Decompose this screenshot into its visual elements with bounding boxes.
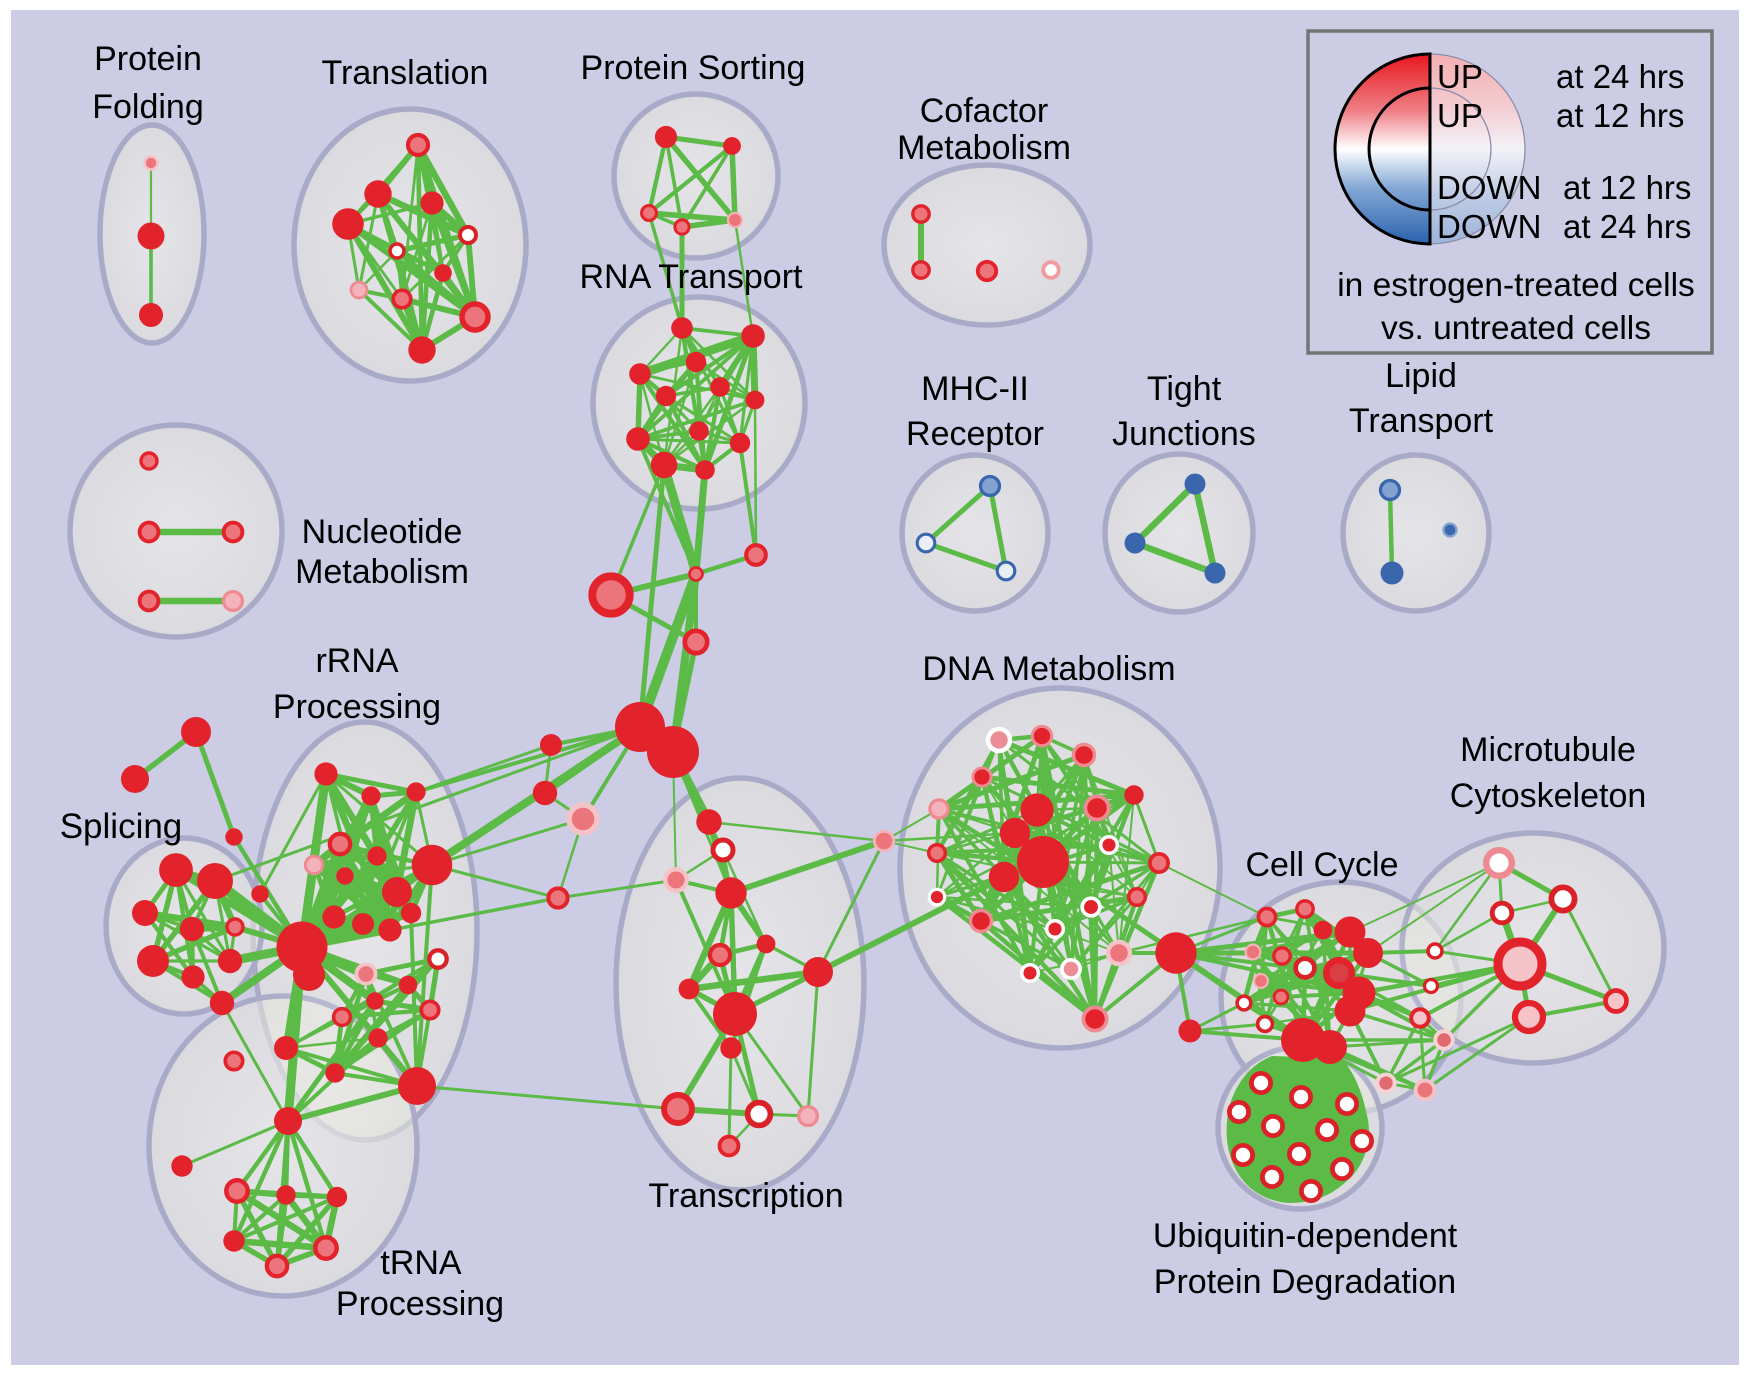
svg-text:Cell Cycle: Cell Cycle — [1245, 846, 1398, 884]
svg-text:Metabolism: Metabolism — [295, 553, 469, 591]
svg-text:rRNA: rRNA — [315, 642, 398, 680]
svg-text:DNA Metabolism: DNA Metabolism — [922, 650, 1175, 688]
svg-text:vs. untreated cells: vs. untreated cells — [1381, 310, 1651, 347]
svg-text:Processing: Processing — [273, 688, 441, 726]
svg-text:Folding: Folding — [92, 88, 204, 126]
svg-text:Transcription: Transcription — [648, 1177, 843, 1215]
svg-text:at 24 hrs: at 24 hrs — [1556, 58, 1684, 95]
svg-text:Processing: Processing — [336, 1285, 504, 1323]
svg-text:at 12 hrs: at 12 hrs — [1563, 169, 1691, 206]
svg-text:at 24 hrs: at 24 hrs — [1563, 208, 1691, 245]
svg-text:Cofactor: Cofactor — [920, 92, 1049, 130]
svg-text:Nucleotide: Nucleotide — [302, 513, 463, 551]
svg-text:tRNA: tRNA — [380, 1244, 462, 1282]
svg-text:Microtubule: Microtubule — [1460, 731, 1636, 769]
svg-text:Protein: Protein — [94, 40, 202, 78]
svg-text:Tight: Tight — [1147, 370, 1222, 408]
svg-text:Metabolism: Metabolism — [897, 129, 1071, 167]
svg-text:Translation: Translation — [322, 54, 489, 92]
svg-text:Transport: Transport — [1349, 402, 1494, 440]
svg-text:at 12 hrs: at 12 hrs — [1556, 97, 1684, 134]
svg-text:Lipid: Lipid — [1385, 357, 1457, 395]
svg-text:Cytoskeleton: Cytoskeleton — [1450, 777, 1647, 815]
svg-text:Splicing: Splicing — [60, 807, 183, 846]
svg-text:UP: UP — [1437, 97, 1483, 134]
svg-text:Protein Degradation: Protein Degradation — [1154, 1263, 1456, 1301]
svg-text:Ubiquitin-dependent: Ubiquitin-dependent — [1153, 1217, 1458, 1255]
svg-text:RNA Transport: RNA Transport — [580, 258, 804, 296]
svg-text:in estrogen-treated cells: in estrogen-treated cells — [1337, 267, 1695, 304]
svg-text:Receptor: Receptor — [906, 415, 1044, 453]
svg-text:DOWN: DOWN — [1437, 169, 1541, 206]
svg-text:Protein Sorting: Protein Sorting — [581, 49, 806, 87]
svg-text:UP: UP — [1437, 58, 1483, 95]
svg-text:MHC-II: MHC-II — [921, 370, 1029, 408]
svg-text:Junctions: Junctions — [1112, 415, 1256, 453]
svg-text:DOWN: DOWN — [1437, 208, 1541, 245]
